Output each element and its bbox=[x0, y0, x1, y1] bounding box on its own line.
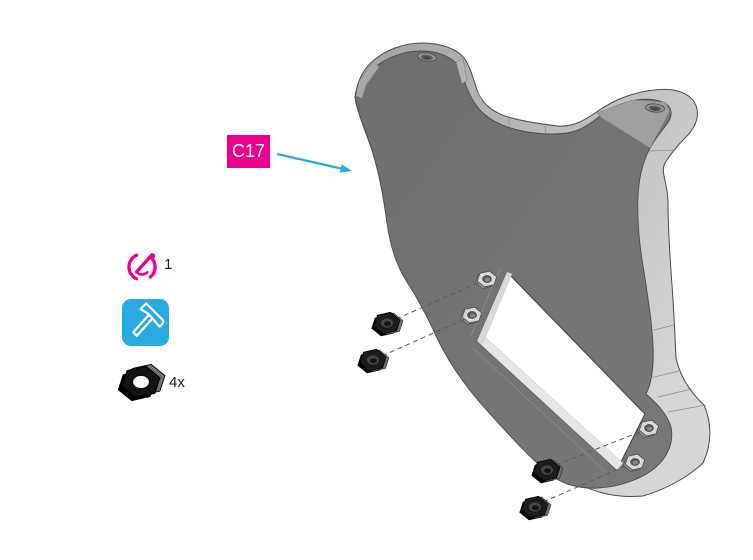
dashed-leader-line bbox=[555, 430, 643, 466]
left-ear-bevel bbox=[355, 61, 380, 99]
dashed-leader-line bbox=[542, 464, 629, 503]
bracket-part bbox=[354, 42, 711, 497]
hex-nut-icon bbox=[117, 363, 166, 402]
fastener-leader-lines bbox=[381, 281, 643, 503]
callout-arrow bbox=[276, 152, 352, 173]
hex-nut bbox=[357, 349, 389, 373]
hex-nut bbox=[519, 496, 551, 520]
notch-edge-ticks bbox=[477, 91, 547, 135]
dashed-leader-line bbox=[381, 318, 466, 357]
gauge-icon bbox=[127, 253, 157, 281]
slot-left-wall bbox=[476, 271, 513, 344]
gauge-count: 1 bbox=[164, 256, 173, 273]
mounting-hole-right bbox=[645, 103, 665, 113]
hammer-icon bbox=[122, 299, 169, 346]
callout-label-c17: C17 bbox=[227, 135, 270, 168]
left-ear-side-facet bbox=[455, 58, 468, 85]
mounting-hole-left bbox=[417, 52, 437, 62]
hex-nut bbox=[371, 312, 403, 336]
dashed-leader-line bbox=[395, 281, 481, 320]
nut-count: 4x bbox=[169, 374, 185, 391]
side-wall-edges bbox=[648, 149, 707, 413]
